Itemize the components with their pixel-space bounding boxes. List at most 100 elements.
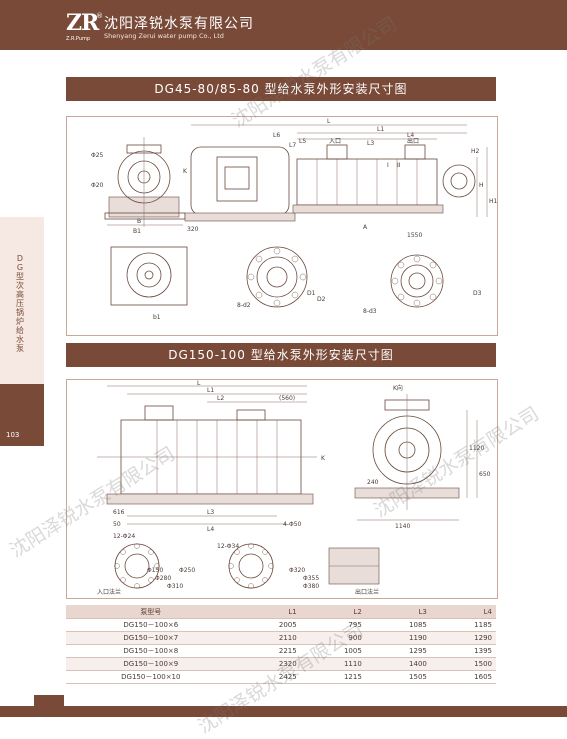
- dg150-outlet-flange-section: [328, 547, 380, 585]
- dim-B: B: [137, 218, 141, 225]
- sidebar-dark-block: [0, 384, 44, 424]
- table-header-row: 泵型号 L1 L2 L3 L4: [66, 605, 496, 619]
- dim-H: H: [479, 182, 484, 189]
- dim-dg150-560: (560): [279, 395, 295, 402]
- page-number: 103: [0, 424, 44, 446]
- dim-L6: L6: [273, 132, 280, 139]
- table-cell: 1500: [430, 657, 496, 671]
- dim-dg150-1140: 1140: [395, 523, 410, 530]
- logo-registered-mark: ®: [96, 12, 103, 20]
- table-row: DG150－100×9 2320 1110 1400 1500: [66, 657, 496, 671]
- table-cell: 1185: [430, 618, 496, 632]
- table-header-L3: L3: [365, 605, 431, 619]
- dg45-end-view: [104, 137, 186, 227]
- dim-K: K: [183, 168, 188, 175]
- table-cell: 1395: [430, 644, 496, 658]
- drawing-dg45-svg: L L1 L3 L4 L5 L6 L7 H H1 H2 K B B1 b1 D1…: [91, 118, 498, 321]
- sidebar-tab: [0, 217, 44, 384]
- drawing-dg45-installation: L L1 L3 L4 L5 L6 L7 H H1 H2 K B B1 b1 D1…: [66, 116, 498, 336]
- table-row: DG150－100×6 2005 795 1085 1185: [66, 618, 496, 632]
- table-cell: 1605: [430, 670, 496, 684]
- dim-B1: B1: [133, 228, 141, 235]
- dim-b1: b1: [153, 314, 161, 321]
- table-cell: 1290: [430, 631, 496, 645]
- dim-D3: D3: [473, 290, 482, 297]
- label-phi380: Φ380: [303, 583, 319, 590]
- table-row: DG150－100×7 2110 900 1190 1290: [66, 631, 496, 645]
- dim-L3: L3: [367, 140, 374, 147]
- dg45-motor: [184, 146, 296, 222]
- table-cell: DG150－100×6: [66, 618, 236, 632]
- label-dg150-K: K: [321, 455, 326, 462]
- dim-dg150-L2: L2: [217, 395, 224, 402]
- dim-D2: D2: [317, 296, 326, 303]
- dim-dg150-240: 240: [367, 479, 379, 486]
- dim-L5: L5: [299, 138, 306, 145]
- table-cell: 1215: [300, 670, 366, 684]
- label-inlet-flange: 入口法兰: [97, 588, 121, 596]
- dg150-end-view: [354, 394, 460, 510]
- table-cell: 2005: [235, 618, 301, 632]
- table-cell: DG150－100×10: [66, 670, 236, 684]
- dim-L7: L7: [289, 142, 296, 149]
- table-cell: 2320: [235, 657, 301, 671]
- table-header-L4: L4: [430, 605, 496, 619]
- dim-dg150-4-phi50: 4-Φ50: [283, 521, 302, 528]
- label-12-phi34: 12-Φ34: [217, 543, 239, 550]
- table-cell: 900: [300, 631, 366, 645]
- dg150-inlet-flange: [114, 543, 160, 589]
- table-row: DG150－100×8 2215 1005 1295 1395: [66, 644, 496, 658]
- dim-D1: D1: [307, 290, 316, 297]
- dim-dg150-50: 50: [113, 521, 121, 528]
- company-name-cn: 沈阳泽锐水泵有限公司: [104, 16, 254, 32]
- dg150-dimension-lines: [107, 385, 478, 525]
- table-cell: 2215: [235, 644, 301, 658]
- table-cell: DG150－100×8: [66, 644, 236, 658]
- table-cell: 1190: [365, 631, 431, 645]
- dim-L1: L1: [377, 126, 384, 133]
- dim-dg150-L: L: [197, 380, 201, 387]
- label-phi280: Φ280: [155, 575, 171, 582]
- dimension-table: 泵型号 L1 L2 L3 L4 DG150－100×6 2005 795 108…: [66, 605, 496, 684]
- dim-dg150-L3: L3: [207, 509, 214, 516]
- label-A: A: [363, 224, 368, 231]
- footer-accent-block: [34, 695, 64, 706]
- dim-H1: H1: [489, 198, 497, 205]
- label-inlet: 入口: [329, 138, 341, 145]
- dim-8-d3: 8-d3: [363, 308, 377, 315]
- table-cell: 1085: [365, 618, 431, 632]
- label-dg150-K-view: K向: [393, 384, 403, 392]
- dg45-base-view: [110, 246, 188, 306]
- dim-320: 320: [187, 226, 199, 233]
- dim-1550: 1550: [407, 232, 422, 239]
- dg150-side-view: [97, 405, 317, 505]
- dim-dg150-650: 650: [479, 471, 491, 478]
- table-cell: 1005: [300, 644, 366, 658]
- table-header-L1: L1: [235, 605, 301, 619]
- table-cell: 795: [300, 618, 366, 632]
- section-title-dg45: DG45-80/85-80 型给水泵外形安装尺寸图: [66, 77, 496, 101]
- section-title-dg150: DG150-100 型给水泵外形安装尺寸图: [66, 343, 496, 367]
- table-cell: DG150－100×7: [66, 631, 236, 645]
- label-II: II: [397, 162, 401, 169]
- label-12-phi24: 12-Φ24: [113, 533, 135, 540]
- label-phi320: Φ320: [289, 567, 305, 574]
- dim-8-d2: 8-d2: [237, 302, 251, 309]
- logo-subtext: Z.R.Pump: [66, 36, 91, 42]
- label-phi20: Φ20: [91, 182, 104, 189]
- dim-L4: L4: [407, 132, 414, 139]
- table-cell: DG150－100×9: [66, 657, 236, 671]
- table-row: DG150－100×10 2425 1215 1505 1605: [66, 670, 496, 684]
- company-name-en: Shenyang Zerui water pump Co., Ltd: [104, 32, 224, 40]
- dim-dg150-L1: L1: [207, 387, 214, 394]
- dg45-inlet-flange-view: [246, 246, 308, 308]
- label-phi310: Φ310: [167, 583, 183, 590]
- dg45-outlet-flange-view: [390, 254, 444, 308]
- company-logo: ZR ® Z.R.Pump: [66, 10, 103, 42]
- dg150-outlet-flange: [228, 543, 274, 589]
- table-cell: 1505: [365, 670, 431, 684]
- footer-bar: [0, 706, 567, 717]
- table-cell: 2110: [235, 631, 301, 645]
- label-phi355: Φ355: [303, 575, 319, 582]
- dim-dg150-L4: L4: [207, 526, 214, 533]
